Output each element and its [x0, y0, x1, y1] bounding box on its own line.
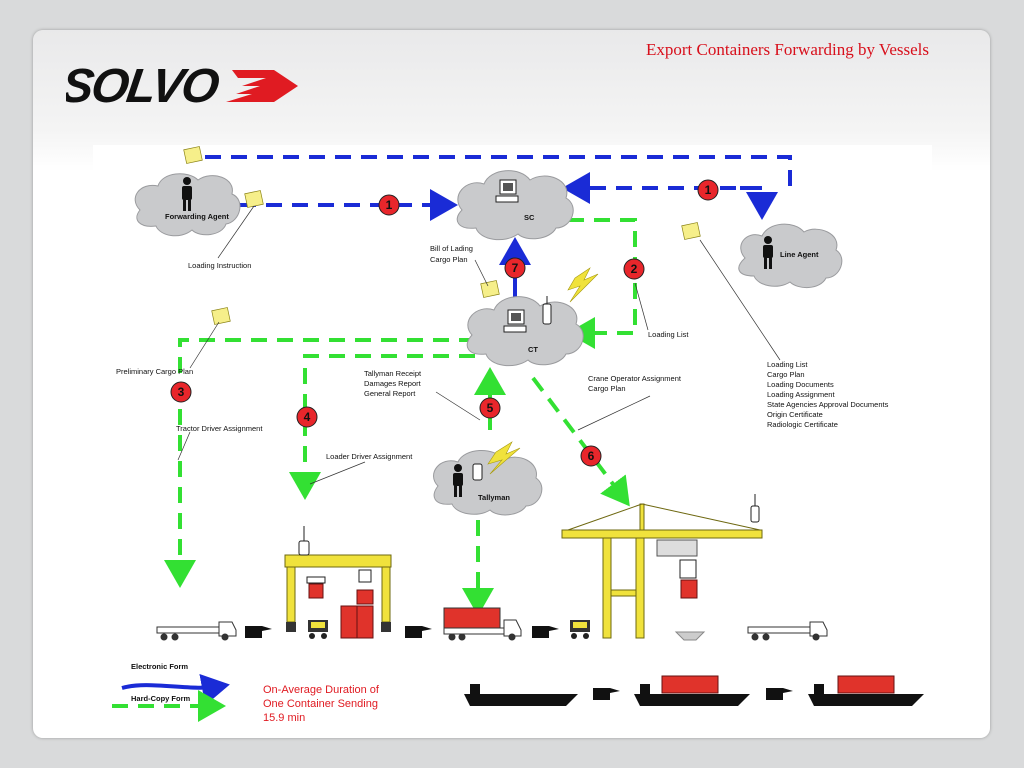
ship-icon [464, 684, 578, 706]
doc-item: Origin Certificate [767, 410, 823, 419]
step-number: 2 [631, 262, 638, 276]
duration-note: On-Average Duration of One Container Sen… [263, 684, 380, 724]
line-agent-label: Line Agent [780, 250, 819, 259]
page-title: Export Containers Forwarding by Vessels [646, 40, 929, 59]
truck-trailer-icon [747, 621, 828, 641]
label-preliminary-cargo-plan: Preliminary Cargo Plan [116, 367, 193, 376]
doc-item: Cargo Plan [767, 370, 805, 379]
down-arrow-icon [674, 631, 706, 641]
gantry-loader-icon [284, 526, 392, 639]
sc-label: SC [524, 213, 535, 222]
truck-with-container-icon [443, 607, 522, 641]
person-icon [182, 177, 192, 211]
label-crane-cargo-plan: Cargo Plan [588, 384, 626, 393]
pointing-hand-icon [245, 626, 272, 638]
quay-crane-icon [561, 494, 763, 639]
lightning-icon [487, 441, 521, 475]
label-tractor-driver-assignment: Tractor Driver Assignment [176, 424, 263, 433]
doc-item: Radiologic Certificate [767, 420, 838, 429]
forwarding-agent-label: Forwarding Agent [165, 212, 229, 221]
step-badge: 7 [504, 257, 526, 279]
legend-electronic-line [121, 673, 230, 706]
line-agent-documents: Loading List Cargo Plan Loading Document… [767, 360, 889, 429]
process-diagram: Forwarding Agent SC Line Agent CT Tallym… [93, 145, 932, 735]
legend-hardcopy-label: Hard-Copy Form [131, 694, 191, 703]
forklift-icon [308, 620, 328, 639]
label-tallyman-receipt: Tallyman Receipt [364, 369, 422, 378]
step-number: 1 [705, 183, 712, 197]
lightning-icon [567, 267, 599, 303]
hardcopy-flow-lines [164, 218, 637, 616]
sticky-note-icon [681, 222, 701, 240]
step-number: 3 [178, 385, 185, 399]
step-number: 1 [386, 198, 393, 212]
label-crane-operator-assignment: Crane Operator Assignment [588, 374, 682, 383]
step-badge: 1 [378, 194, 400, 216]
doc-item: Loading Assignment [767, 390, 835, 399]
ship-with-containers-icon [634, 675, 750, 706]
doc-item: State Agencies Approval Documents [767, 400, 889, 409]
step-badge: 1 [697, 179, 719, 201]
label-general-report: General Report [364, 389, 416, 398]
cloud-sc: SC [456, 170, 574, 241]
forklift-icon [570, 620, 590, 639]
label-loader-driver-assignment: Loader Driver Assignment [326, 452, 413, 461]
step-number: 7 [512, 261, 519, 275]
computer-icon [495, 179, 519, 203]
step-badge: 6 [580, 445, 602, 467]
duration-line-3: 15.9 min [263, 712, 305, 724]
cloud-forwarding-agent: Forwarding Agent [134, 173, 241, 237]
step-badge: 3 [170, 381, 192, 403]
doc-item: Loading List [767, 360, 808, 369]
step-badge: 4 [296, 406, 318, 428]
electronic-flow-lines [205, 155, 792, 300]
sticky-note-icon [244, 190, 264, 208]
label-cargo-plan: Cargo Plan [430, 255, 468, 264]
cloud-tallyman: Tallyman [433, 450, 543, 516]
duration-line-1: On-Average Duration of [263, 684, 380, 696]
tallyman-label: Tallyman [478, 493, 510, 502]
pointing-hand-icon [532, 626, 559, 638]
solvo-logo: SOLVO [66, 59, 298, 112]
step-number: 4 [304, 410, 311, 424]
svg-text:SOLVO: SOLVO [66, 59, 222, 112]
ship-with-containers-icon [808, 675, 924, 706]
person-icon [453, 464, 463, 497]
step-number: 6 [588, 449, 595, 463]
pointing-hand-icon [405, 626, 432, 638]
label-loading-instruction: Loading Instruction [188, 261, 251, 270]
sticky-note-icon [211, 307, 231, 325]
label-bill-of-lading: Bill of Lading [430, 244, 473, 253]
truck-trailer-icon [156, 621, 237, 641]
radio-icon [472, 463, 483, 481]
label-damages-report: Damages Report [364, 379, 422, 388]
step-number: 5 [487, 401, 494, 415]
pointing-hand-icon [593, 688, 620, 700]
person-icon [763, 236, 773, 269]
sticky-note-icon [183, 146, 203, 164]
legend-electronic-label: Electronic Form [131, 662, 188, 671]
antenna-icon [542, 296, 552, 325]
computer-icon [503, 309, 527, 333]
step-badge: 2 [623, 258, 645, 280]
legend: Electronic Form Hard-Copy Form [112, 662, 230, 722]
cloud-line-agent: Line Agent [738, 223, 843, 288]
ct-label: CT [528, 345, 538, 354]
step-badge: 5 [479, 397, 501, 419]
duration-line-2: One Container Sending [263, 698, 378, 710]
label-loading-list: Loading List [648, 330, 689, 339]
sticky-note-icon [480, 280, 500, 298]
doc-item: Loading Documents [767, 380, 834, 389]
pointing-hand-icon [766, 688, 793, 700]
